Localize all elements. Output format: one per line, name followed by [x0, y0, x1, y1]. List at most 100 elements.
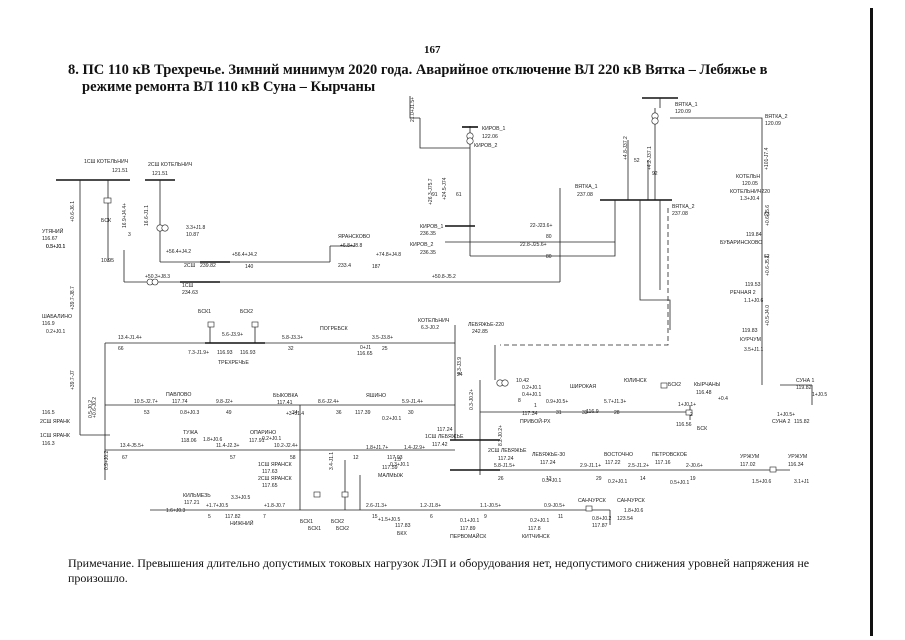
flow-malm4: 0.3+J0.1	[390, 462, 410, 468]
label-leb1ssh: 1СШ ЛЕБЯЖЬЕ	[425, 434, 464, 440]
label-yarsk1: 1СШ ЯРАНК	[40, 433, 70, 439]
flow-suna-b: 1+J0.5+	[777, 412, 795, 418]
line-number: 36	[336, 410, 342, 416]
label-petrovsk: ПЕТРОВСКОЕ	[652, 452, 688, 458]
flow-bkh2: 0.1+J0.1	[460, 518, 480, 524]
label-sanchursk-v: 117.87	[592, 523, 608, 529]
label-leb1ssh-v: 117.24	[437, 427, 453, 433]
label-117-89: 117.89	[460, 526, 476, 532]
flow-nizh2: +1.5+J0.5	[378, 517, 400, 523]
flow-yarbot2: +0.6-J0.2	[92, 397, 98, 418]
label-urzhum: УРЖУМ	[740, 454, 759, 460]
line-number: 80	[546, 254, 552, 260]
flow-pav2: 0.8+J0.3	[180, 410, 200, 416]
label-119-84: 119.84	[746, 232, 762, 238]
label-kotelnich3-v: 120.05	[742, 181, 758, 187]
label-pavlovo: ПАВЛОВО	[166, 392, 191, 398]
flow-urzh1: 1.5+J0.6	[752, 479, 772, 485]
flow-sanch1: 0.8+J0.2	[592, 516, 612, 522]
label-bsk1-c: БСК1	[308, 526, 321, 532]
capacitor-bsk1	[207, 321, 215, 328]
page-number: 167	[424, 44, 441, 56]
line-numbers: 140 187 80 80 61 52 91 92 3 66 32 25 24 …	[118, 158, 770, 520]
label-116-93b: 116.93	[240, 350, 256, 356]
label-vyatka2: ВЯТКА_2	[765, 114, 788, 120]
label-yolinsk: ЮЛИНСК	[624, 378, 647, 384]
flow-bsk1: 3.3+J1.8	[186, 225, 206, 231]
wire-vyatka-top	[627, 98, 763, 200]
equipment	[103, 112, 777, 512]
label-yarsk-top: 2СШ ЯРАНК	[40, 419, 70, 425]
flow-shir2: 5.7+J1.3+	[604, 399, 626, 405]
label-bykovka-v: 117.41	[277, 400, 293, 406]
line-number: 6	[430, 514, 433, 520]
label-oparino: ОПАРИНО	[250, 430, 276, 436]
label-vyatka-220a-v: 237.08	[577, 192, 593, 198]
power-flows: 21.0+J1.5+ +4.8-J37.2 +4.2-J37.1 +101-J7…	[46, 97, 827, 524]
heading-line-1: 8. ПС 110 кВ Трехречье. Зимний минимум 2…	[68, 62, 768, 78]
label-suna2: СУНА 2	[772, 419, 791, 425]
label-yaranskovo: ЯРАНСКОВО	[338, 234, 370, 240]
label-117-8: 117.8	[528, 526, 541, 532]
capacitor-urzh	[769, 466, 777, 473]
flow-yarsk-v: 3.4-J1.1	[329, 452, 335, 470]
capacitor-pr	[685, 409, 693, 416]
label-kotelnich2-v: 121.51	[152, 171, 168, 177]
flow-kot-t: 6.3-J0.2	[421, 325, 439, 331]
flow-kotel-r1: 1.3+J0.4	[740, 196, 760, 202]
flow-kurch: 3.5+J1.1	[744, 347, 764, 353]
label-kirov-220b: КИРОВ_2	[410, 242, 433, 248]
label-leb2ssh: 2СШ ЛЕБЯЖЬЕ	[488, 448, 527, 454]
label-trehreche: ТРЕХРЕЧЬЕ	[218, 360, 249, 366]
label-urzhum2-v: 116.34	[788, 462, 804, 468]
flow-trehr1: 5.6-J3.9+	[222, 332, 243, 338]
flow-kil2: 1.6+J0.3	[166, 508, 186, 514]
line-number: 14	[640, 476, 646, 482]
label-kyrchany-v: 116.48	[696, 390, 712, 396]
flow-byk1: +3+J1.4	[286, 411, 304, 417]
line-number: 52	[634, 158, 640, 164]
line-number: 12	[353, 455, 359, 461]
label-yar1ssh-v: 117.63	[262, 469, 278, 475]
line-number: 66	[118, 346, 124, 352]
flow-leb-a: 0.3-J0.2+	[469, 389, 475, 410]
label-kilmez: КИЛЬМЕЗЬ	[183, 493, 211, 499]
label-malmyzh: МАЛМЫЖ	[378, 473, 403, 479]
label-234-63: 234.63	[182, 290, 198, 296]
label-malmyzh-v: 117.59	[382, 465, 398, 471]
label-sanchursk2: САНЧУРСК	[617, 498, 645, 504]
label-2ssh: 2СШ	[184, 263, 196, 269]
capacitor-sanch	[585, 505, 593, 512]
labels: КИРОВ_1 122.06 КИРОВ_2 ВЯТКА_1 120.09 ВЯ…	[40, 102, 815, 540]
flow-leb-b: 0.4+J0.1	[522, 392, 542, 398]
label-kirov-220b-v: 236.35	[420, 250, 436, 256]
label-vyatka-220b: ВЯТКА_2	[672, 204, 695, 210]
flow-yash2: 0.2+J0.1	[382, 416, 402, 422]
flow-yash1: 5.9-J1.4+	[402, 399, 423, 405]
capacitor-bsk2	[251, 321, 259, 328]
label-utyaniy: УТЯНИЙ	[42, 227, 64, 235]
flow-util-v: +39.7-J8.7	[70, 286, 76, 310]
flow-leb-c: 0.2+J0.1	[522, 385, 542, 391]
flow-leb30a: 5.8-J1.5+	[494, 463, 515, 469]
label-yashino: ЯШИНО	[366, 393, 386, 399]
flow-sanch2: 1.8+J0.6	[624, 508, 644, 514]
flow-rech-v: +0.5-J4.0	[765, 305, 771, 326]
flow-pogr: 3.5-J3.8+	[372, 335, 393, 341]
label-lebyazhe30-v: 117.24	[540, 460, 556, 466]
flow-tuz3: 11.4-J2.3+	[216, 443, 239, 449]
wire-kirov-top	[409, 96, 471, 226]
wire-upper-ring	[104, 325, 456, 450]
transformer-1ssh-b	[151, 278, 159, 286]
label-bsk1-b: БСК1	[300, 519, 313, 525]
label-pogrebsk-v: 116.65	[357, 351, 373, 357]
label-kirov1: КИРОВ_1	[482, 126, 505, 132]
line-number: 67	[122, 455, 128, 461]
line-number: 28	[614, 410, 620, 416]
label-shirokaya: ШИРОКАЯ	[570, 384, 596, 390]
label-1ssh: 1СШ	[182, 283, 194, 289]
label-bsk-yol: БСК2	[668, 382, 681, 388]
label-lebyazhe30: ЛЕБЯЖЬЕ-30	[532, 452, 565, 458]
flow-util: 0.3+J0.1	[46, 244, 66, 250]
label-pogrebsk: ПОГРЕБСК	[320, 326, 348, 332]
